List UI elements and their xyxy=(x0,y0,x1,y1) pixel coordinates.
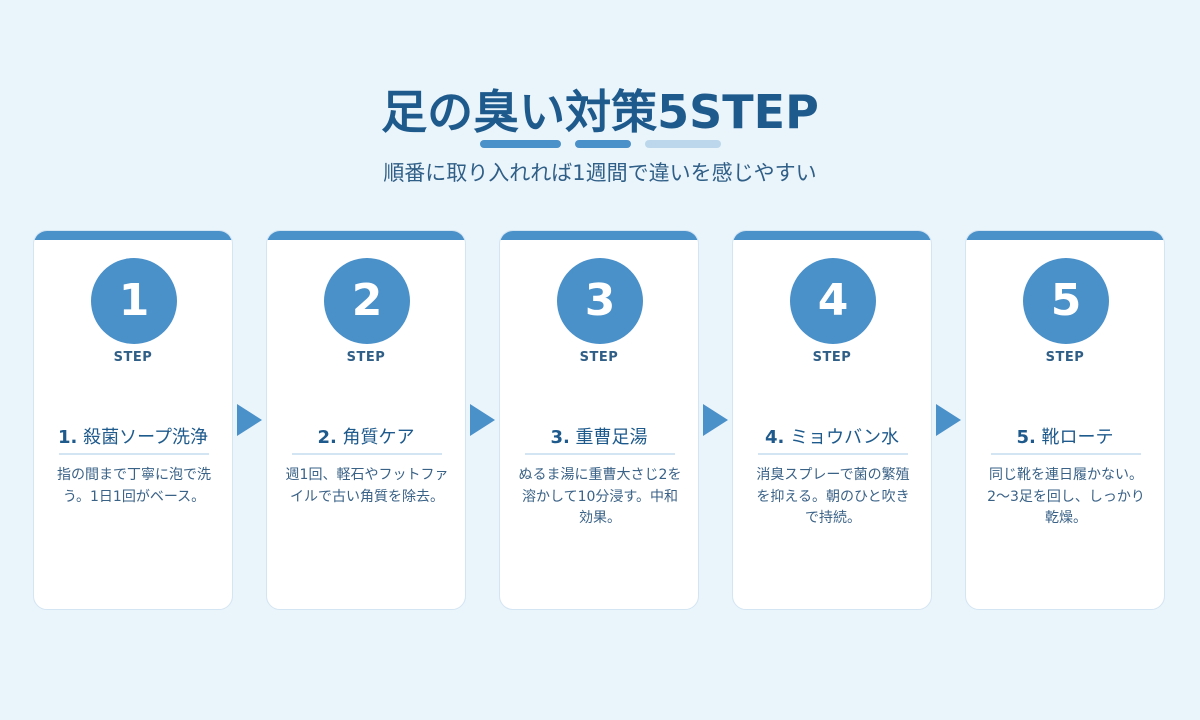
arrow-right-icon xyxy=(936,404,961,436)
step-label: STEP xyxy=(346,350,386,365)
step-card-1: 1 STEP 1. 殺菌ソープ洗浄 指の間まで丁寧に泡で洗う。1日1回がベース。 xyxy=(33,230,233,610)
step-label: STEP xyxy=(812,350,852,365)
step-number-circle: 2 xyxy=(324,258,410,344)
step-title: 2. 角質ケア xyxy=(267,425,465,451)
step-number-circle: 3 xyxy=(557,258,643,344)
step-description: ぬるま湯に重曹大さじ2を溶かして10分浸す。中和効果。 xyxy=(518,467,682,526)
accent-bar-2 xyxy=(575,140,631,148)
step-title-text: 靴ローテ xyxy=(1041,427,1114,448)
step-card-5: 5 STEP 5. 靴ローテ 同じ靴を連日履かない。2〜3足を回し、しっかり乾燥… xyxy=(965,230,1165,610)
step-label: STEP xyxy=(579,350,619,365)
step-title-number: 2. xyxy=(317,427,337,448)
step-description: 指の間まで丁寧に泡で洗う。1日1回がベース。 xyxy=(57,467,211,505)
step-title-text: ミョウバン水 xyxy=(790,427,899,448)
title-divider xyxy=(292,453,442,455)
step-card-4: 4 STEP 4. ミョウバン水 消臭スプレーで菌の繁殖を抑える。朝のひと吹きで… xyxy=(732,230,932,610)
page-title: 足の臭い対策5STEP xyxy=(381,85,819,139)
title-divider xyxy=(758,453,908,455)
arrow-right-icon xyxy=(703,404,728,436)
step-number-circle: 4 xyxy=(790,258,876,344)
step-title-text: 重曹足湯 xyxy=(575,427,648,448)
step-title: 5. 靴ローテ xyxy=(966,425,1164,451)
step-title: 4. ミョウバン水 xyxy=(733,425,931,451)
step-title-number: 3. xyxy=(550,427,570,448)
title-divider xyxy=(59,453,209,455)
card-top-bar xyxy=(733,231,931,240)
step-title-number: 1. xyxy=(57,427,78,448)
step-description: 消臭スプレーで菌の繁殖を抑える。朝のひと吹きで持続。 xyxy=(756,467,910,526)
step-title-number: 5. xyxy=(1016,427,1036,448)
step-number-circle: 1 xyxy=(91,258,177,344)
step-title-text: 殺菌ソープ洗浄 xyxy=(83,427,209,448)
step-label: STEP xyxy=(113,350,153,365)
title-divider xyxy=(991,453,1141,455)
title-divider xyxy=(525,453,675,455)
step-number-circle: 5 xyxy=(1023,258,1109,344)
arrow-right-icon xyxy=(470,404,495,436)
card-top-bar xyxy=(267,231,465,240)
title-accent-bars xyxy=(0,140,1200,150)
step-title-text: 角質ケア xyxy=(342,427,415,448)
step-label: STEP xyxy=(1045,350,1085,365)
page-subtitle: 順番に取り入れれば1週間で違いを感じやすい xyxy=(383,161,817,185)
arrow-right-icon xyxy=(237,404,262,436)
step-card-2: 2 STEP 2. 角質ケア 週1回、軽石やフットファイルで古い角質を除去。 xyxy=(266,230,466,610)
step-description: 同じ靴を連日履かない。2〜3足を回し、しっかり乾燥。 xyxy=(987,467,1145,526)
card-top-bar xyxy=(966,231,1164,240)
step-title: 1. 殺菌ソープ洗浄 xyxy=(34,425,232,451)
accent-bar-1 xyxy=(480,140,561,148)
card-top-bar xyxy=(500,231,698,240)
card-top-bar xyxy=(34,231,232,240)
accent-bar-3 xyxy=(645,140,721,148)
step-card-3: 3 STEP 3. 重曹足湯 ぬるま湯に重曹大さじ2を溶かして10分浸す。中和効… xyxy=(499,230,699,610)
header: 足の臭い対策5STEP xyxy=(0,82,1200,142)
step-title: 3. 重曹足湯 xyxy=(500,425,698,451)
step-description: 週1回、軽石やフットファイルで古い角質を除去。 xyxy=(285,467,449,505)
step-title-number: 4. xyxy=(764,427,785,448)
